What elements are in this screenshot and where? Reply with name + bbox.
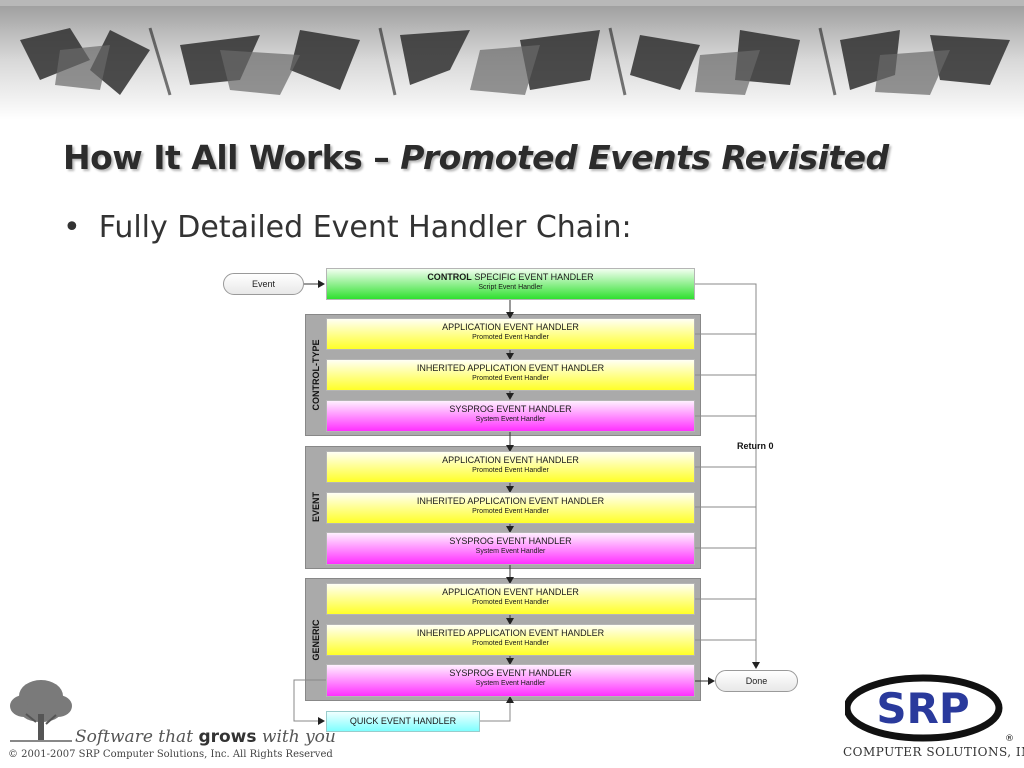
handler-box: APPLICATION EVENT HANDLER Promoted Event… [326, 451, 695, 483]
handler-box: APPLICATION EVENT HANDLER Promoted Event… [326, 318, 695, 350]
control-box-rest: SPECIFIC EVENT HANDLER [471, 272, 594, 282]
handler-box-sub: System Event Handler [475, 680, 546, 687]
handler-box-main: INHERITED APPLICATION EVENT HANDLER [416, 496, 605, 506]
done-end-node: Done [715, 670, 798, 692]
handler-box-sub: Promoted Event Handler [472, 599, 549, 606]
handler-box-main: APPLICATION EVENT HANDLER [442, 455, 579, 465]
quick-event-handler-box: QUICK EVENT HANDLER [326, 711, 480, 732]
company-name: COMPUTER SOLUTIONS, INC. [843, 745, 1024, 759]
tree-logo-icon [10, 680, 72, 742]
control-box-main: CONTROL SPECIFIC EVENT HANDLER [327, 272, 694, 283]
title-italic: Promoted Events Revisited [400, 138, 889, 177]
tagline-pre: Software that [75, 727, 199, 747]
handler-box-main: INHERITED APPLICATION EVENT HANDLER [416, 363, 605, 373]
handler-box: SYSPROG EVENT HANDLER System Event Handl… [326, 400, 695, 432]
handler-box-main: APPLICATION EVENT HANDLER [442, 587, 579, 597]
control-box-sub: Script Event Handler [478, 284, 543, 291]
bullet-text: Fully Detailed Event Handler Chain: [98, 210, 632, 245]
handler-box-main: SYSPROG EVENT HANDLER [449, 668, 572, 678]
handler-box: APPLICATION EVENT HANDLER Promoted Event… [326, 583, 695, 615]
handler-box-main: SYSPROG EVENT HANDLER [449, 404, 572, 414]
handler-box-sub: System Event Handler [475, 416, 546, 423]
header-banner-image [0, 0, 1024, 120]
handler-box-main: SYSPROG EVENT HANDLER [449, 536, 572, 546]
return-label: Return 0 [737, 441, 774, 451]
srp-logo: SRP ® [845, 674, 1014, 743]
handler-box-sub: Promoted Event Handler [472, 640, 549, 647]
footer-tagline: Software that grows with you [75, 727, 336, 747]
tagline-post: with you [256, 727, 336, 747]
event-start-node: Event [223, 273, 304, 295]
handler-box: INHERITED APPLICATION EVENT HANDLER Prom… [326, 624, 695, 656]
handler-box-sub: Promoted Event Handler [472, 334, 549, 341]
tagline-bold: grows [198, 727, 257, 747]
handler-box: SYSPROG EVENT HANDLER System Event Handl… [326, 532, 695, 565]
handler-box: SYSPROG EVENT HANDLER System Event Handl… [326, 664, 695, 697]
control-specific-handler-box: CONTROL SPECIFIC EVENT HANDLER Script Ev… [326, 268, 695, 300]
handler-box: INHERITED APPLICATION EVENT HANDLER Prom… [326, 492, 695, 524]
title-plain: How It All Works – [63, 138, 401, 177]
srp-registered-mark: ® [1005, 734, 1014, 743]
handler-box: INHERITED APPLICATION EVENT HANDLER Prom… [326, 359, 695, 391]
control-box-bold: CONTROL [427, 272, 472, 282]
handler-box-sub: System Event Handler [475, 548, 546, 555]
handler-box-sub: Promoted Event Handler [472, 375, 549, 382]
srp-logo-text: SRP [876, 684, 969, 733]
handler-box-main: INHERITED APPLICATION EVENT HANDLER [416, 628, 605, 638]
copyright-text: © 2001-2007 SRP Computer Solutions, Inc.… [8, 749, 333, 760]
bullet-dot-icon: • [63, 210, 81, 245]
bullet-item: • Fully Detailed Event Handler Chain: [63, 210, 632, 245]
handler-box-sub: Promoted Event Handler [472, 508, 549, 515]
handler-box-sub: Promoted Event Handler [472, 467, 549, 474]
quick-handler-label: QUICK EVENT HANDLER [349, 716, 457, 726]
slide-title: How It All Works – Promoted Events Revis… [63, 138, 889, 177]
handler-box-main: APPLICATION EVENT HANDLER [442, 322, 579, 332]
